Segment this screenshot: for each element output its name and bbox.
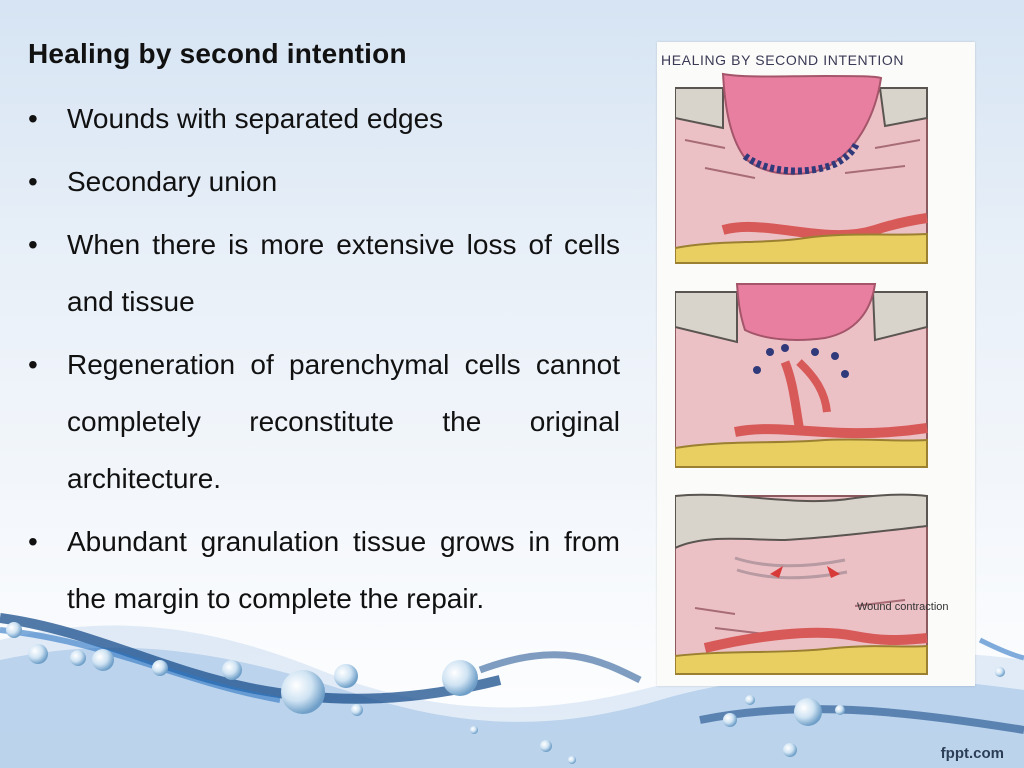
figure-panel-granulation xyxy=(675,282,935,472)
bullet-item: Abundant granulation tissue grows in fro… xyxy=(28,513,620,627)
bullet-item: Wounds with separated edges xyxy=(28,90,620,147)
figure-panel-open-wound xyxy=(675,68,935,268)
bullet-item: When there is more extensive loss of cel… xyxy=(28,216,620,330)
bullet-list: Wounds with separated edges Secondary un… xyxy=(28,90,620,627)
figure-title: HEALING BY SECOND INTENTION xyxy=(661,52,905,68)
text-content: Healing by second intention Wounds with … xyxy=(28,38,620,633)
water-drop-icon xyxy=(6,622,1005,764)
wound-contraction-label: Wound contraction xyxy=(857,601,949,613)
brand-logo-text: fppt.com xyxy=(940,745,1004,762)
figure-panel-contraction xyxy=(675,488,935,678)
slide-title: Healing by second intention xyxy=(28,38,407,69)
bullet-item: Secondary union xyxy=(28,153,620,210)
wave-decoration xyxy=(0,613,1024,768)
wound-healing-figure: HEALING BY SECOND INTENTION xyxy=(657,42,975,686)
bullet-item: Regeneration of parenchymal cells cannot… xyxy=(28,336,620,507)
